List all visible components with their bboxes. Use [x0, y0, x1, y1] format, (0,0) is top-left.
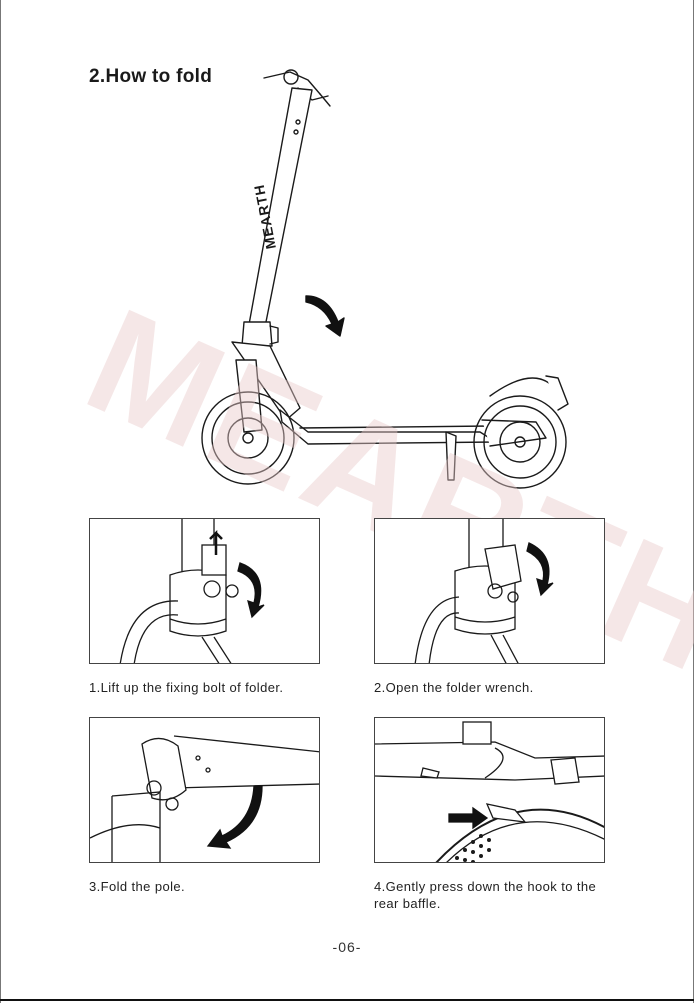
fold-arrow-icon	[306, 296, 344, 336]
step-2-image	[374, 518, 605, 664]
step-2-caption: 2.Open the folder wrench.	[374, 679, 614, 696]
step-3-caption: 3.Fold the pole.	[89, 878, 329, 895]
rotate-arrow-icon	[238, 563, 264, 617]
step-4-caption: 4.Gently press down the hook to the rear…	[374, 878, 614, 912]
scooter-illustration: MEARTH	[160, 60, 600, 500]
fold-pole-arrow-icon	[208, 786, 262, 848]
step-3-image	[89, 717, 320, 863]
step-1-image	[89, 518, 320, 664]
page-number: -06-	[0, 939, 694, 955]
step-4-image	[374, 717, 605, 863]
step-1-caption: 1.Lift up the fixing bolt of folder.	[89, 679, 329, 696]
page-border-bottom	[0, 999, 694, 1001]
page-border-left	[0, 0, 1, 1003]
open-arrow-icon	[527, 543, 553, 595]
